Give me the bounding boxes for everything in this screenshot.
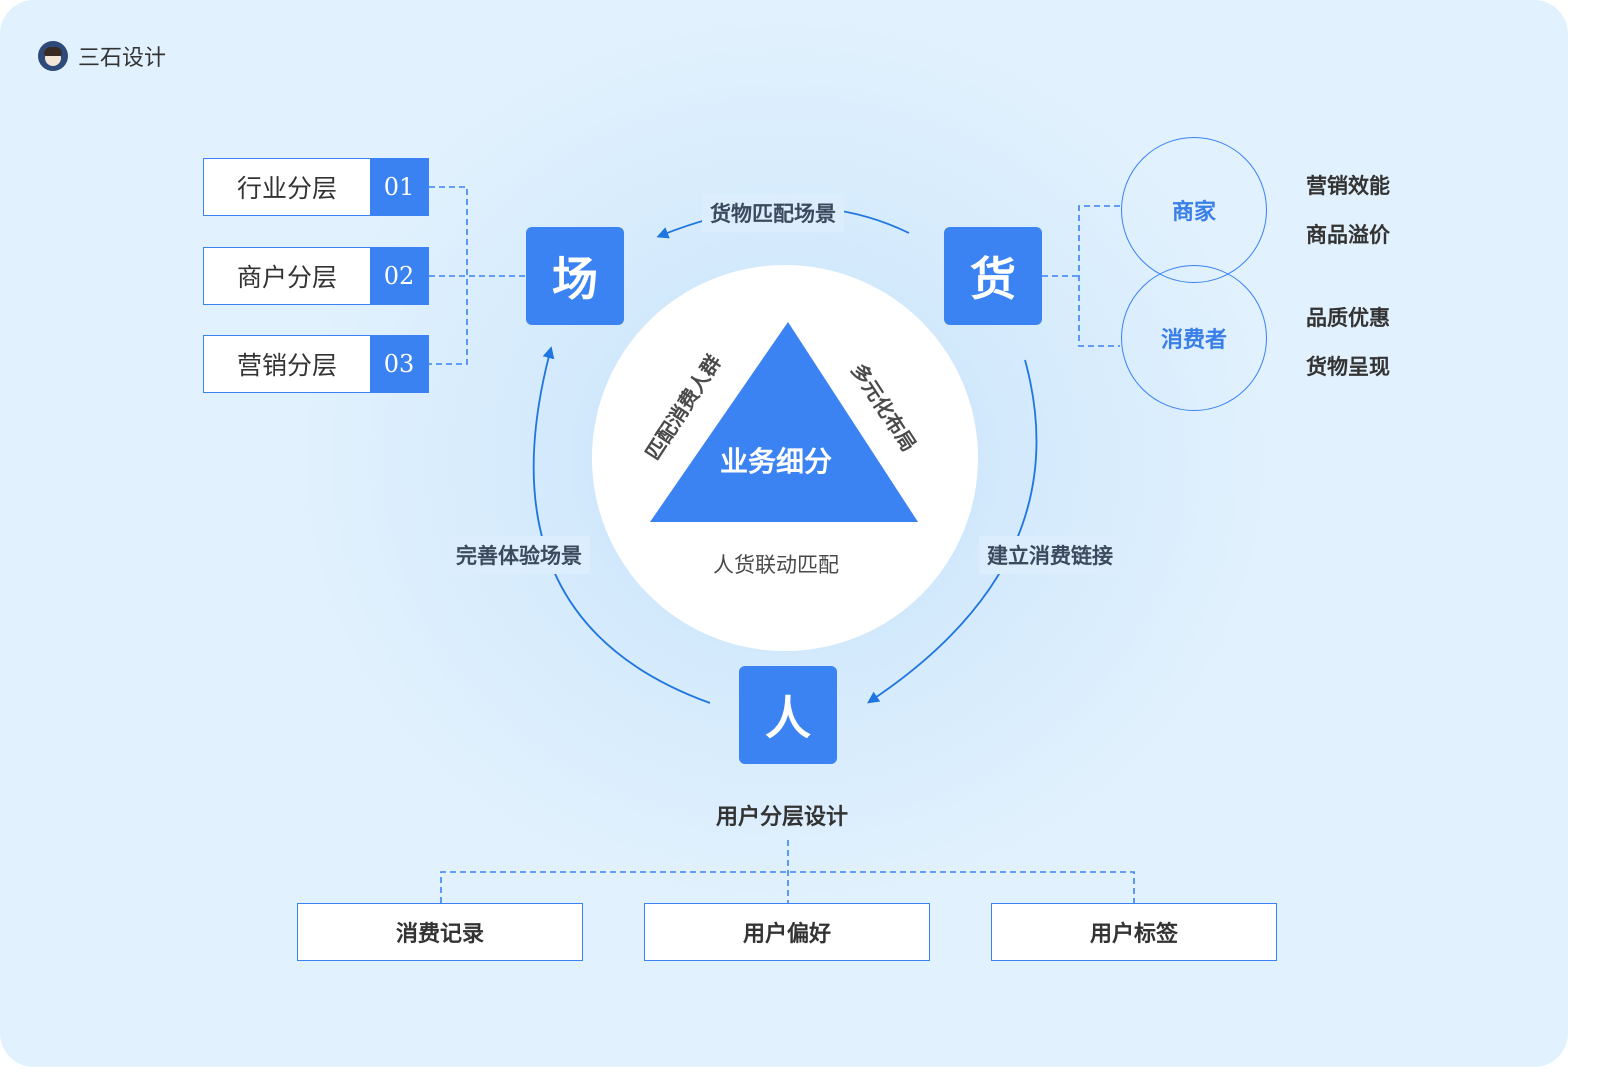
layer-box-industry: 行业分层 01 (203, 158, 429, 216)
node-people: 人 (739, 666, 837, 764)
benefit-item: 品质优惠 (1306, 305, 1390, 330)
avatar-icon (38, 41, 68, 71)
cycle-label-left: 完善体验场景 (448, 536, 590, 574)
goods-connectors (1042, 205, 1120, 347)
user-item-preference: 用户偏好 (644, 903, 930, 961)
layer-box-merchant: 商户分层 02 (203, 247, 429, 305)
cycle-label-top: 货物匹配场景 (702, 194, 844, 232)
brand-name: 三石设计 (78, 46, 167, 71)
layer-label: 商户分层 (236, 263, 337, 292)
layer-number: 02 (370, 248, 428, 304)
triangle-shape (650, 322, 918, 522)
user-design-title: 用户分层设计 (716, 804, 849, 830)
layer-box-marketing: 营销分层 03 (203, 335, 429, 393)
layer-connectors (429, 186, 526, 365)
benefit-item: 货物呈现 (1306, 354, 1390, 379)
user-connectors (440, 840, 1135, 903)
user-item-tags: 用户标签 (991, 903, 1277, 961)
circle-merchant: 商家 (1121, 137, 1267, 283)
benefit-item: 商品溢价 (1306, 222, 1390, 247)
brand: 三石设计 (38, 40, 166, 72)
layer-label: 行业分层 (236, 174, 337, 203)
user-item-consumption-record: 消费记录 (297, 903, 583, 961)
diagram-panel: 三石设计 行业分层 01 商户分层 02 营销分层 03 场 货 人 货物匹配场… (0, 0, 1568, 1067)
layer-number: 03 (370, 336, 428, 392)
triangle-bottom-label: 人货联动匹配 (713, 553, 839, 577)
circle-consumer: 消费者 (1121, 265, 1267, 411)
triangle-title: 业务细分 (720, 445, 833, 478)
node-place: 场 (526, 227, 624, 325)
layer-number: 01 (370, 159, 428, 215)
benefit-item: 营销效能 (1306, 173, 1390, 198)
layer-label: 营销分层 (236, 351, 337, 380)
node-goods: 货 (944, 227, 1042, 325)
cycle-label-right: 建立消费链接 (979, 536, 1121, 574)
